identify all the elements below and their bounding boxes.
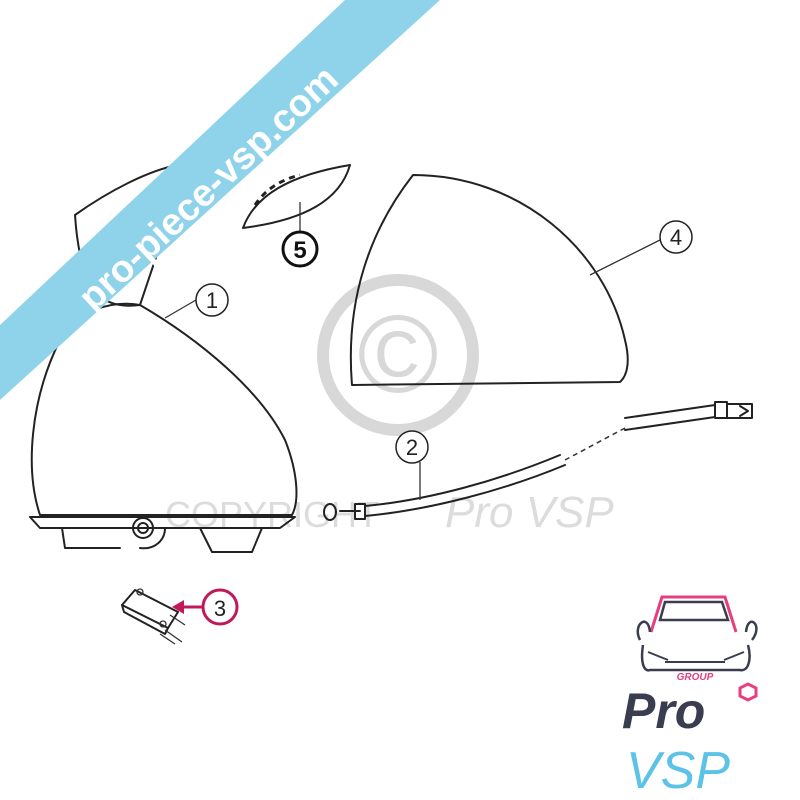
callout-1[interactable]: 1	[164, 283, 229, 319]
callout-2[interactable]: 2	[395, 430, 429, 500]
callout-3[interactable]: 3	[172, 588, 239, 626]
part-3-switch	[121, 588, 186, 645]
callout-label: 4	[670, 225, 682, 250]
logo-group: GROUP	[677, 672, 714, 683]
watermark-brand: Pro VSP	[445, 488, 614, 537]
banner-text: pro-piece-vsp.com	[71, 58, 347, 319]
copyright-circle-icon	[317, 274, 479, 436]
part-4-mirror-glass	[349, 174, 629, 386]
callout-label: 5	[293, 237, 306, 264]
part-2-cable	[323, 401, 753, 521]
logo-pro: Pro	[622, 683, 705, 739]
callout-label: 2	[406, 435, 418, 460]
hex-nut-icon	[738, 682, 758, 702]
callout-label: 3	[214, 596, 226, 621]
callout-label: 1	[206, 288, 218, 313]
copyright-watermark: © COPYRIGHT Pro VSP	[165, 274, 614, 537]
watermark-symbol: ©	[357, 293, 438, 416]
logo-vsp: VSP	[626, 742, 730, 800]
callout-5[interactable]: 5	[281, 230, 319, 268]
callout-4[interactable]: 4	[589, 220, 693, 276]
part-5-lens	[242, 164, 351, 232]
provsp-logo: GROUP Pro VSP	[622, 595, 758, 800]
